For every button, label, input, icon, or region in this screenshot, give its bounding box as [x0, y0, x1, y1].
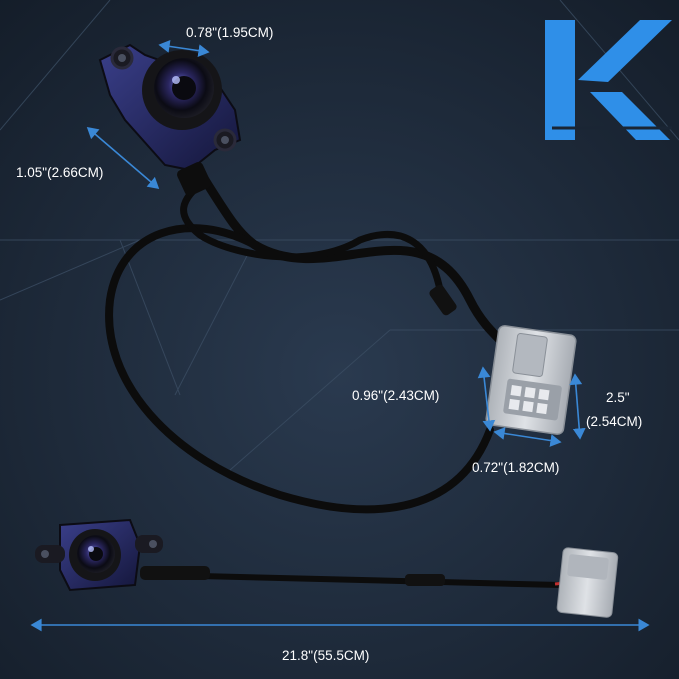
camera-top [98, 43, 242, 196]
connector-depth-label-in: 2.5" [606, 390, 630, 405]
cable-length-label: 21.8"(55.5CM) [282, 648, 370, 663]
connector-width-label: 0.72"(1.82CM) [472, 460, 560, 475]
lens-diameter-label: 0.78"(1.95CM) [186, 25, 274, 40]
coiled-cable [105, 175, 510, 514]
brand-logo [545, 20, 672, 140]
camera-bottom [35, 518, 163, 592]
connector-bottom [556, 547, 619, 618]
connector-height-label: 0.96"(2.43CM) [352, 388, 440, 403]
dimension-lines [30, 40, 650, 632]
connector-depth-label-cm: (2.54CM) [586, 414, 643, 429]
connector-top [485, 325, 577, 435]
camera-width-label: 1.05"(2.66CM) [16, 165, 104, 180]
